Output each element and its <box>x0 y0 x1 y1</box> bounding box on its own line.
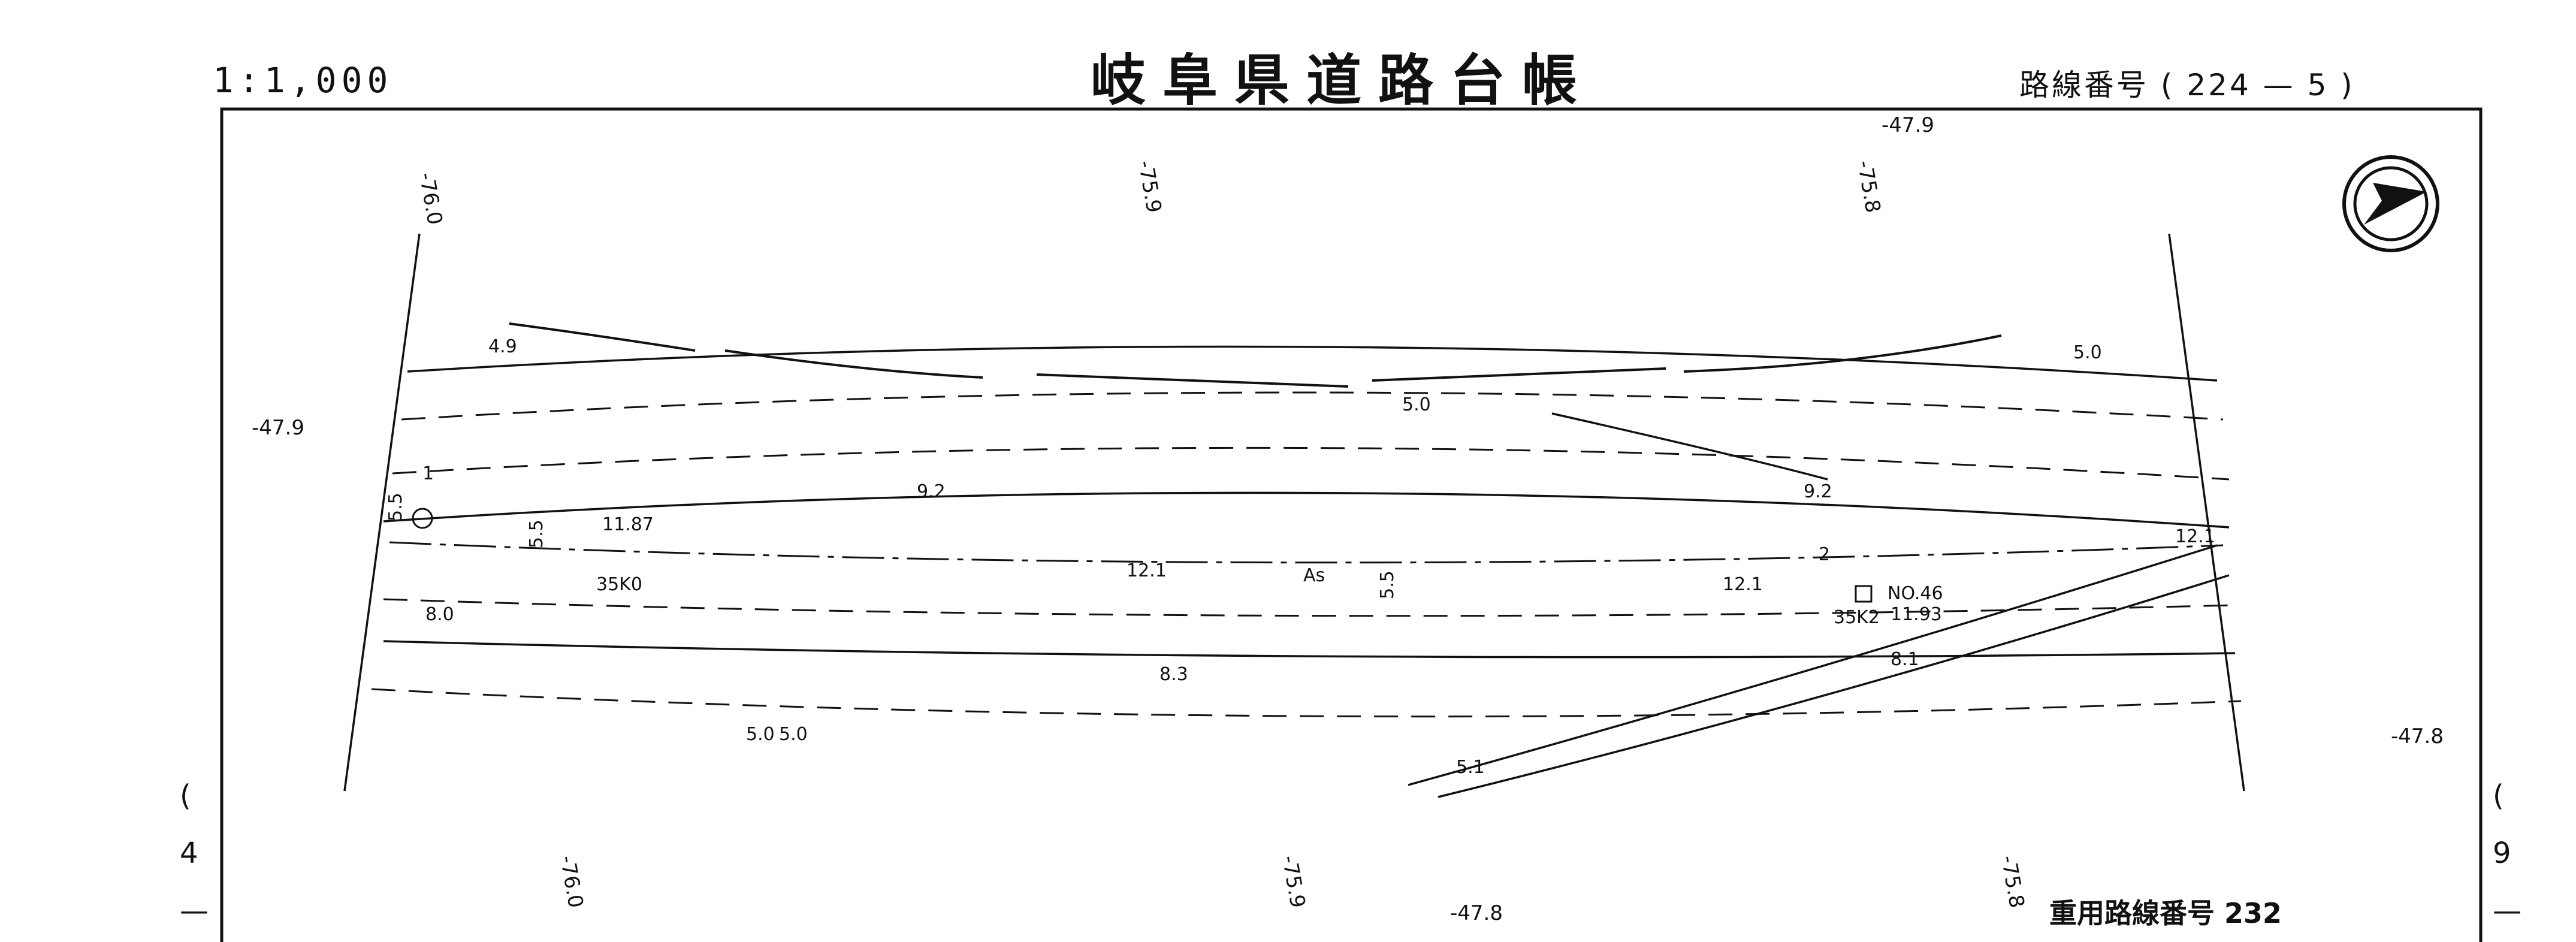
elevation-label: 4.9 <box>488 336 517 357</box>
grid-label-top-2: -75.9 <box>1133 159 1166 215</box>
elevation-label: 12.1 <box>1723 574 1763 595</box>
grid-label-top-1: -76.0 <box>414 171 447 227</box>
elevation-label: 5.0 <box>2073 342 2102 363</box>
dual-route-label: 重用路線番号 <box>2049 897 2215 929</box>
elevation-label: 11.87 <box>602 514 654 535</box>
elevation-label: 5.0 <box>779 724 808 745</box>
survey-point-icon <box>412 508 433 529</box>
width-label: 5.5 <box>526 520 547 548</box>
page-title: 岐阜県道路台帳 <box>1091 48 1594 113</box>
dual-route-value: 232 <box>2224 897 2282 929</box>
sheet-mark: — <box>180 894 209 928</box>
route-section-value: 5 <box>2307 68 2329 102</box>
elevation-label: 5.0 <box>746 724 775 745</box>
grid-label-left: -47.9 <box>252 416 304 440</box>
sheet-mark: ( <box>2493 779 2504 813</box>
surface-label: As <box>1303 565 1325 586</box>
dual-route-number: 重用路線番号 232 <box>2049 892 2282 931</box>
lane-dashed-lines <box>371 391 2242 718</box>
elevation-label: 11.93 <box>1891 604 1942 625</box>
lane-marker: 2 <box>1819 544 1830 565</box>
elevation-label: 5.1 <box>1456 757 1485 778</box>
grid-label-right: -47.8 <box>2391 724 2444 748</box>
elevation-label: 5.0 <box>1402 394 1431 415</box>
grid-label-bottom-2: -75.9 <box>1277 854 1310 910</box>
elevation-label: 8.1 <box>1891 649 1919 670</box>
benchmark-label: 35K2 <box>1834 607 1880 628</box>
map-scale: 1:1,000 <box>213 60 393 101</box>
route-number-value: 224 <box>2187 68 2251 102</box>
benchmark-label: 35K0 <box>596 574 642 595</box>
grid-label-bottom-4: -47.8 <box>1450 901 1503 925</box>
elevation-label: 12.1 <box>2175 526 2215 547</box>
route-close-paren: ) <box>2341 68 2355 102</box>
guardrails <box>509 322 2002 388</box>
elevation-label: 12.1 <box>1127 560 1167 581</box>
sheet-mark: ( <box>180 779 191 813</box>
route-open-paren: ( <box>2160 68 2175 102</box>
lane-marker: 1 <box>422 463 434 484</box>
grid-label-bottom-1: -76.0 <box>555 854 588 910</box>
elevation-label: 9.2 <box>917 481 946 502</box>
route-number: 路線番号 ( 224 — 5 ) <box>2019 61 2355 104</box>
station-label: NO.46 <box>1888 583 1943 604</box>
station-marker-icon <box>1855 585 1873 603</box>
road-centerline <box>389 541 2224 564</box>
sheet-mark: — <box>2493 894 2521 928</box>
elevation-label: 8.3 <box>1159 664 1188 685</box>
sheet-mark: 9 <box>2493 837 2511 870</box>
grid-label-bottom-3: -75.8 <box>1996 854 2029 910</box>
route-number-label: 路線番号 <box>2019 68 2149 102</box>
elevation-label: 8.0 <box>425 604 454 625</box>
grid-label-top-3: -75.8 <box>1852 159 1885 215</box>
map-annotations: 4.9 5.0 5.0 5.0 9.2 9.2 12.1 12.1 12.1 8… <box>385 336 2215 778</box>
sheet-mark: 4 <box>180 837 198 870</box>
width-label: 5.5 <box>1377 570 1398 599</box>
route-dash: — <box>2263 68 2296 102</box>
map-frame <box>220 107 2483 942</box>
grid-label-top-4: -47.9 <box>1882 113 1934 137</box>
north-arrow-icon <box>2342 155 2439 252</box>
road-edge-lines <box>343 233 2245 798</box>
elevation-label: 9.2 <box>1804 481 1832 502</box>
width-label: 5.5 <box>385 493 406 521</box>
sheet-edge-marks-right: ( 9 — <box>2493 779 2521 928</box>
sheet-edge-marks-left: ( 4 — <box>180 779 209 928</box>
